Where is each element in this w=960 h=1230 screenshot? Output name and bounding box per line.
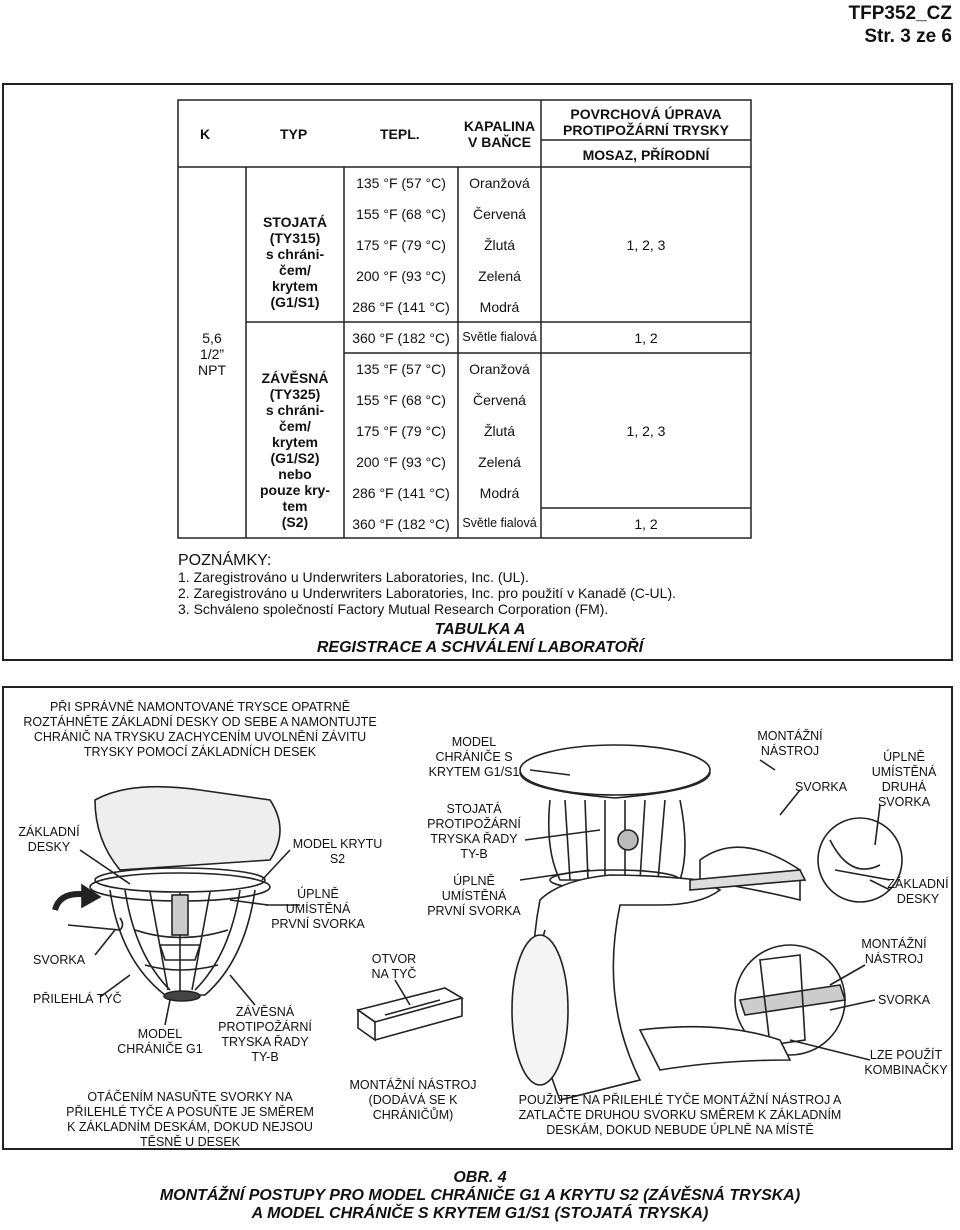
- temp-cell: 286 °F (141 °C): [352, 485, 450, 501]
- color-cell: Červená: [473, 206, 526, 222]
- color-cell: Oranžová: [469, 175, 530, 191]
- col-kapalina-header: KAPALINA V BAŇCE: [463, 118, 536, 150]
- instruction-otaceni: OTÁČENÍM NASUŇTE SVORKY NA PŘILEHLÉ TYČE…: [66, 1090, 314, 1149]
- label-uplne-prvni-mid: ÚPLNĚ UMÍSTĚNÁ PRVNÍ SVORKA: [427, 874, 521, 918]
- label-montazni-nastroj-top: MONTÁŽNÍ NÁSTROJ: [757, 729, 823, 758]
- color-cell: Modrá: [479, 485, 520, 501]
- figure-frame: [2, 686, 953, 1150]
- label-otvor-na-tyc: OTVOR NA TYČ: [371, 952, 417, 981]
- temp-cell: 175 °F (79 °C): [356, 423, 446, 439]
- note-item: 2. Zaregistrováno u Underwriters Laborat…: [178, 585, 677, 601]
- label-svorka-right: SVORKA: [878, 993, 931, 1007]
- page-number: Str. 3 ze 6: [864, 26, 952, 47]
- color-cell: Žlutá: [483, 423, 516, 439]
- col-povrch-header: POVRCHOVÁ ÚPRAVA PROTIPOŽÁRNÍ TRYSKY: [563, 106, 729, 138]
- label-model-krytu-s2: MODEL KRYTU S2: [292, 837, 383, 866]
- temp-cell: 286 °F (141 °C): [352, 299, 450, 315]
- temp-cell: 360 °F (182 °C): [352, 516, 450, 532]
- label-zakladni-desky-left: ZÁKLADNÍ DESKY: [18, 825, 80, 854]
- label-uplne-prvni-left: ÚPLNĚ UMÍSTĚNÁ PRVNÍ SVORKA: [271, 887, 365, 931]
- label-prilehla-tyc: PŘILEHLÁ TYČ: [33, 992, 122, 1006]
- temp-cell: 200 °F (93 °C): [356, 454, 446, 470]
- label-stojata-tryska: STOJATÁ PROTIPOŽÁRNÍ TRYSKA ŘADY TY-B: [427, 802, 521, 861]
- approval-cell: 1, 2: [634, 330, 658, 346]
- temp-cell: 135 °F (57 °C): [356, 175, 446, 191]
- table-a-frame: [2, 83, 953, 661]
- approval-cell: 1, 2, 3: [626, 423, 666, 439]
- document-id: TFP352_CZ: [848, 3, 952, 24]
- approval-cell: 1, 2: [634, 516, 658, 532]
- notes: POZNÁMKY: 1. Zaregistrováno u Underwrite…: [178, 552, 677, 618]
- caption-a-subtitle: REGISTRACE A SCHVÁLENÍ LABORATOŘÍ: [316, 639, 644, 656]
- note-item: 3. Schváleno společností Factory Mutual …: [178, 601, 609, 617]
- label-montazni-nastroj-dodava: MONTÁŽNÍ NÁSTROJ (DODÁVÁ SE K CHRÁNIČŮM): [349, 1078, 477, 1122]
- label-uplne-druha: ÚPLNĚ UMÍSTĚNÁ DRUHÁ SVORKA: [871, 750, 937, 809]
- col-typ-header: TYP: [280, 126, 308, 142]
- caption-b-title: OBR. 4: [453, 1169, 507, 1186]
- color-cell: Zelená: [478, 454, 521, 470]
- label-montazni-nastroj-right: MONTÁŽNÍ NÁSTROJ: [861, 937, 927, 966]
- typ-stojata: STOJATÁ (TY315) s chráni- čem/ krytem (G…: [262, 214, 328, 310]
- color-cell: Světle fialová: [462, 330, 537, 344]
- color-cell: Žlutá: [483, 237, 516, 253]
- instruction-bottom: POUŽIJTE NA PŘILEHLÉ TYČE MONTÁŽNÍ NÁSTR…: [518, 1093, 842, 1137]
- label-zakladni-desky-right: ZÁKLADNÍ DESKY: [887, 877, 949, 906]
- label-svorka-mid: SVORKA: [795, 780, 848, 794]
- k-value: 5,6 1/2” NPT: [198, 330, 226, 378]
- col-mosaz-header: MOSAZ, PŘÍRODNÍ: [582, 147, 710, 163]
- color-cell: Oranžová: [469, 361, 530, 377]
- temp-cell: 155 °F (68 °C): [356, 392, 446, 408]
- color-cell: Zelená: [478, 268, 521, 284]
- label-zavesna-tryska: ZÁVĚSNÁ PROTIPOŽÁRNÍ TRYSKA ŘADY TY-B: [218, 1005, 312, 1064]
- temp-cell: 200 °F (93 °C): [356, 268, 446, 284]
- caption-b-line3: A MODEL CHRÁNIČE S KRYTEM G1/S1 (STOJATÁ…: [251, 1205, 709, 1222]
- label-model-chranice-g1: MODEL CHRÁNIČE G1: [117, 1027, 203, 1056]
- color-cell: Červená: [473, 392, 526, 408]
- label-model-chranice-s-krytem: MODEL CHRÁNIČE S KRYTEM G1/S1: [428, 735, 520, 779]
- typ-zavesna: ZÁVĚSNÁ (TY325) s chráni- čem/ krytem (G…: [259, 370, 330, 530]
- col-tepl-header: TEPL.: [380, 126, 420, 142]
- document-header: TFP352_CZ Str. 3 ze 6: [849, 2, 952, 48]
- col-k-header: K: [200, 126, 211, 142]
- caption-a-title: TABULKA A: [434, 621, 526, 638]
- notes-title: POZNÁMKY:: [178, 552, 272, 569]
- color-cell: Světle fialová: [462, 516, 537, 530]
- caption-b-line2: MONTÁŽNÍ POSTUPY PRO MODEL CHRÁNIČE G1 A…: [159, 1187, 801, 1204]
- label-svorka-left: SVORKA: [33, 953, 86, 967]
- temp-cell: 360 °F (182 °C): [352, 330, 450, 346]
- label-lze-pouzit: LZE POUŽÍT KOMBINAČKY: [864, 1048, 948, 1077]
- temp-cell: 135 °F (57 °C): [356, 361, 446, 377]
- note-item: 1. Zaregistrováno u Underwriters Laborat…: [178, 569, 529, 585]
- temp-cell: 155 °F (68 °C): [356, 206, 446, 222]
- temp-cell: 175 °F (79 °C): [356, 237, 446, 253]
- color-cell: Modrá: [479, 299, 520, 315]
- approval-cell: 1, 2, 3: [626, 237, 666, 253]
- instruction-top: PŘI SPRÁVNĚ NAMONTOVANÉ TRYSCE OPATRNĚ R…: [23, 700, 377, 759]
